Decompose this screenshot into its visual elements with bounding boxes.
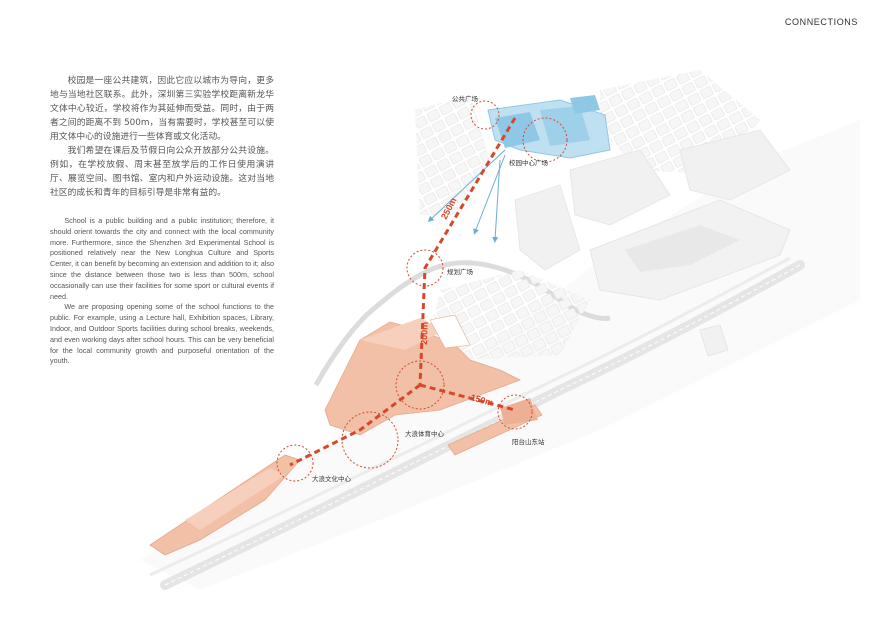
chinese-description: 校园是一座公共建筑，因此它应以城市为导向，更多地与当地社区联系。此外，深圳第三实… bbox=[50, 74, 274, 200]
description-text: 校园是一座公共建筑，因此它应以城市为导向，更多地与当地社区联系。此外，深圳第三实… bbox=[50, 74, 274, 367]
context-building-3 bbox=[679, 129, 791, 201]
station-building bbox=[447, 398, 543, 456]
label-public-plaza: 公共广场 bbox=[452, 94, 479, 103]
culture-center-building bbox=[149, 454, 301, 556]
label-sports-center: 大浪体育中心 bbox=[405, 429, 445, 438]
english-description: School is a public building and a public… bbox=[50, 216, 274, 367]
label-campus-center-plaza: 校园中心广场 bbox=[509, 158, 549, 167]
context-building-1 bbox=[569, 149, 671, 226]
section-title: CONNECTIONS bbox=[784, 17, 858, 27]
connection-routes bbox=[289, 117, 517, 467]
en-paragraph-1: School is a public building and a public… bbox=[50, 216, 274, 301]
label-station: 阳台山东站 bbox=[512, 437, 545, 446]
distance-200m: 200m bbox=[419, 322, 430, 345]
context-building-5 bbox=[625, 225, 740, 272]
railway-road bbox=[149, 256, 805, 590]
housing-blocks-west bbox=[415, 95, 490, 215]
node-circles bbox=[276, 100, 568, 482]
context-building-6 bbox=[699, 324, 729, 357]
en-paragraph-2: We are proposing opening some of the sch… bbox=[50, 302, 274, 366]
context-building-2 bbox=[514, 184, 581, 271]
cn-paragraph-2: 我们希望在课后及节假日向公众开放部分公共设施。例如，在学校放假、周末甚至放学后的… bbox=[50, 146, 274, 198]
school-access-arrows bbox=[427, 149, 506, 243]
cn-paragraph-1: 校园是一座公共建筑，因此它应以城市为导向，更多地与当地社区联系。此外，深圳第三实… bbox=[50, 76, 274, 142]
housing-blocks-south bbox=[430, 270, 590, 360]
label-planned-plaza: 规划广场 bbox=[447, 267, 474, 276]
school-building bbox=[487, 95, 611, 159]
label-culture-center: 大浪文化中心 bbox=[312, 474, 352, 483]
